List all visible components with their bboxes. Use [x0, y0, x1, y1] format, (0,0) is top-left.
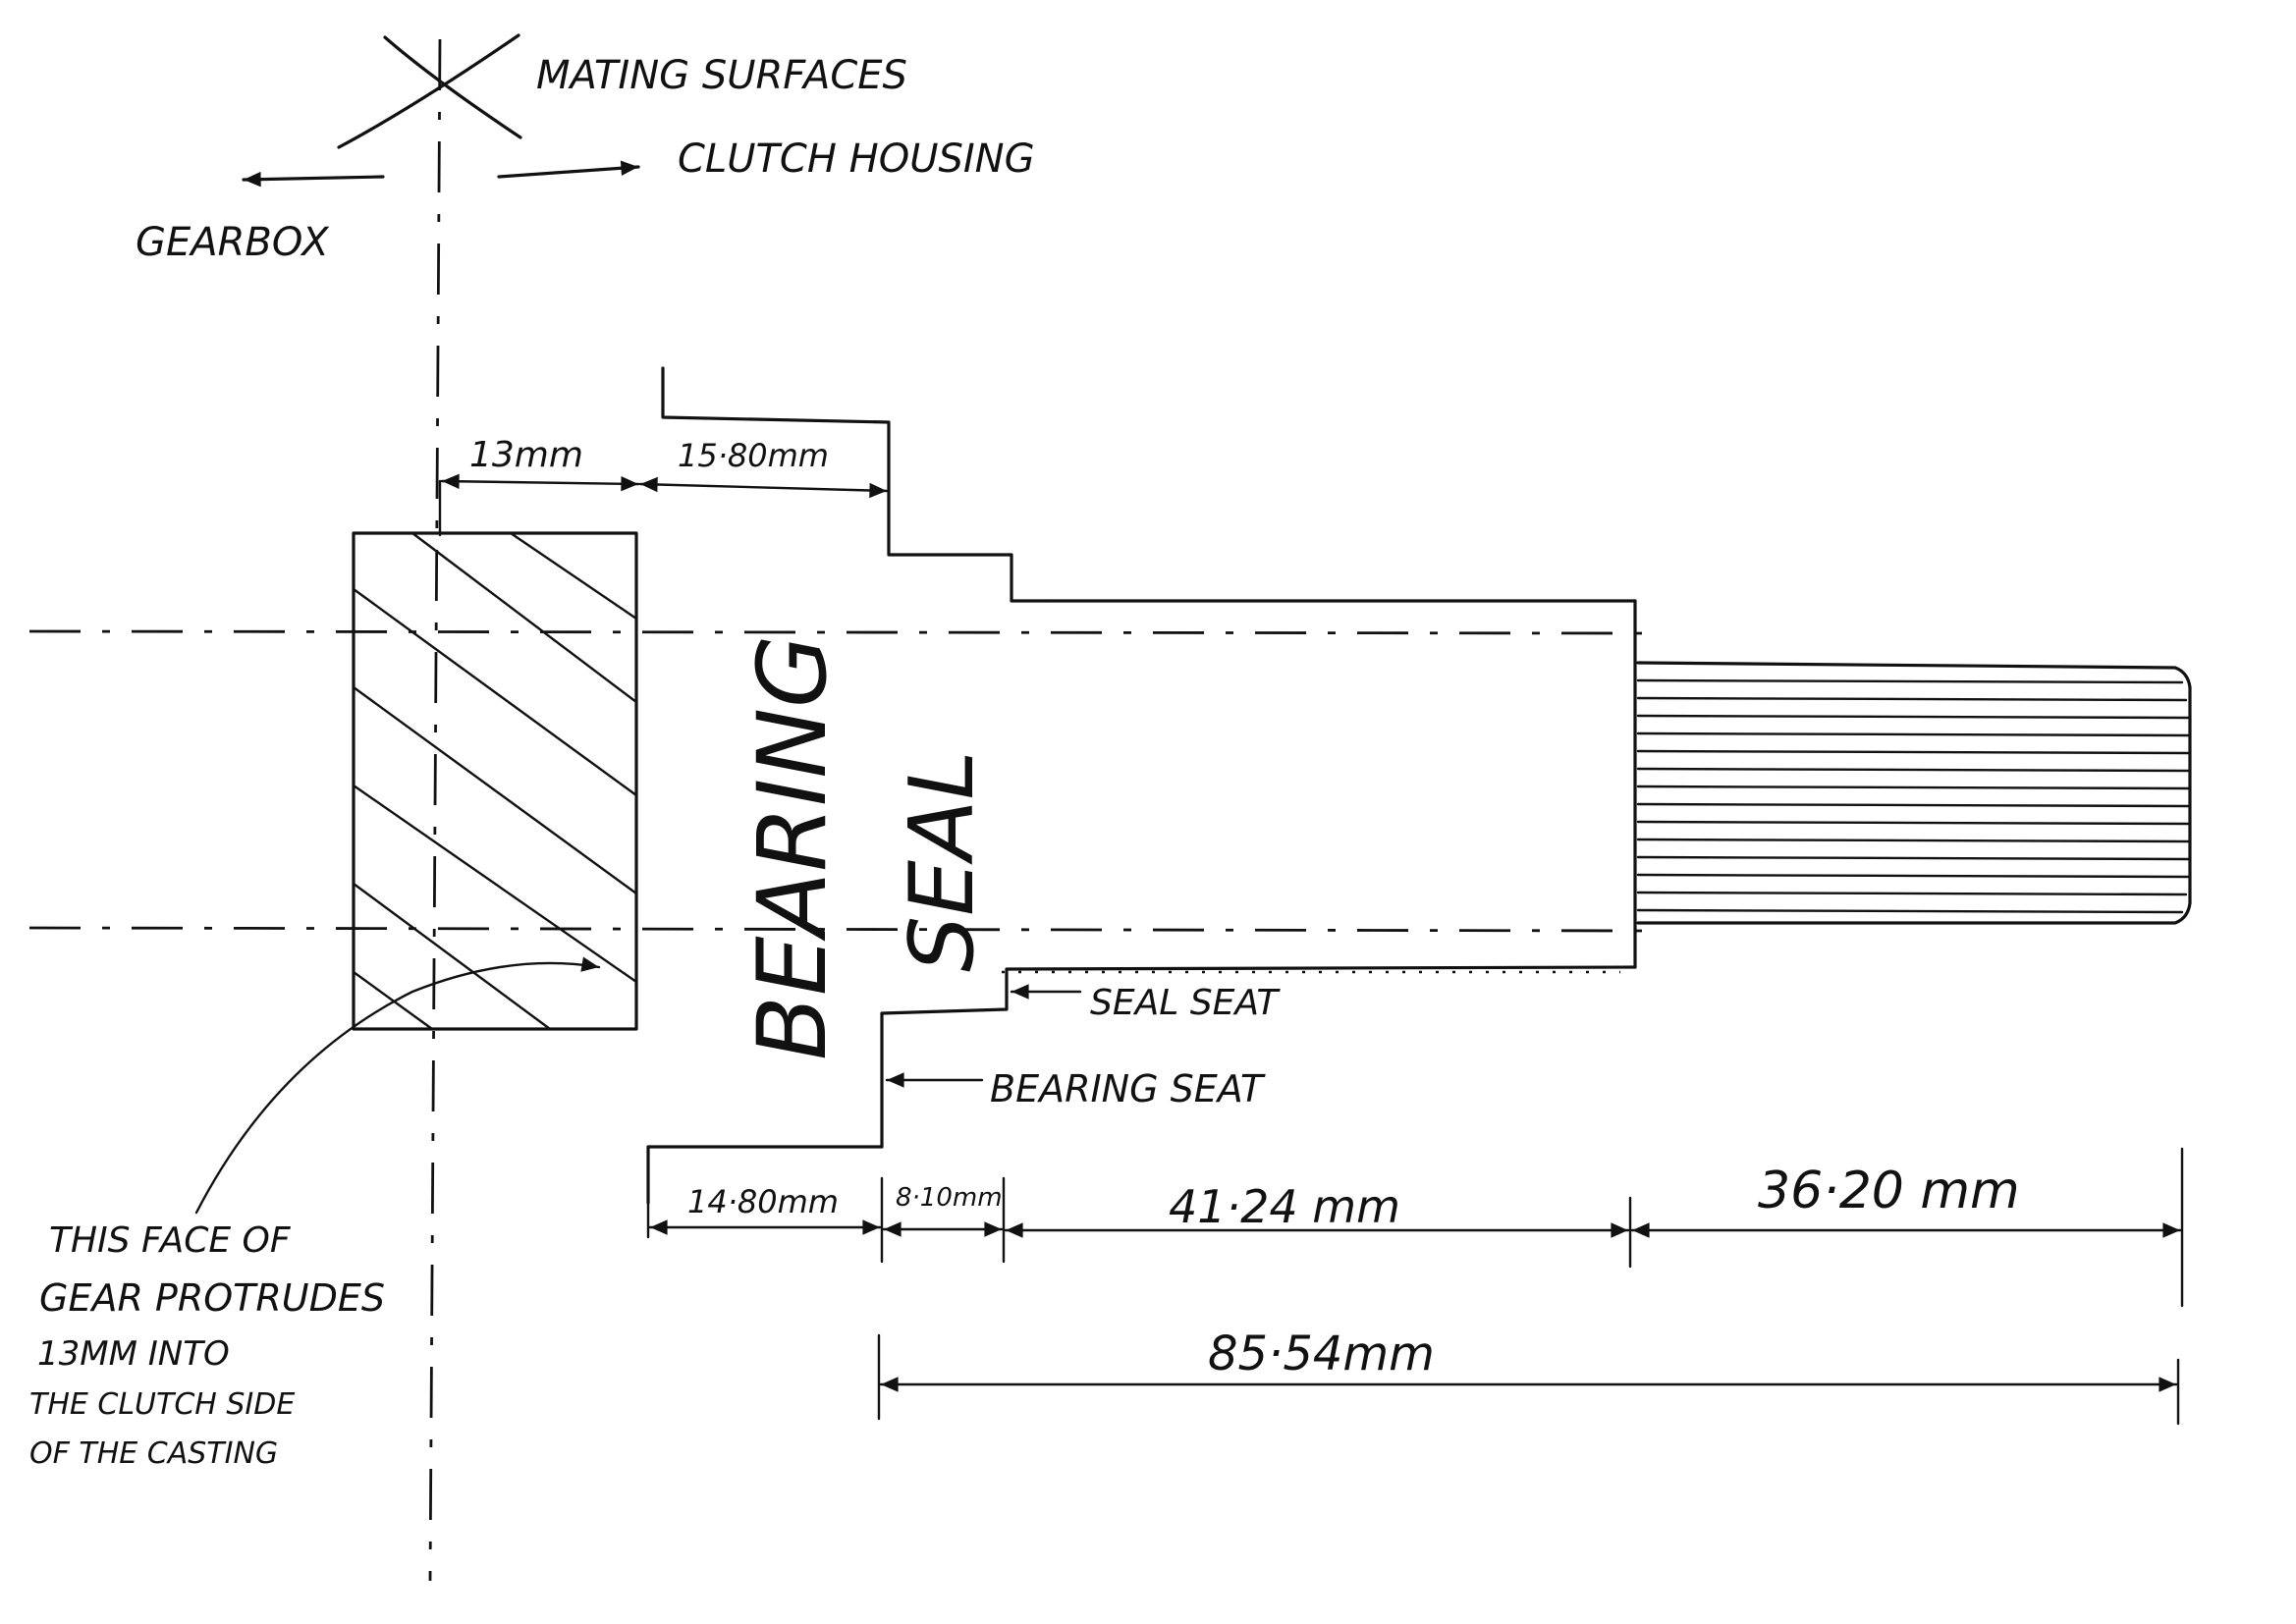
clutch-housing-arrow [497, 160, 640, 179]
lower-hidden-line [28, 926, 1651, 933]
dim-85-54mm-label: 85·54mm [1208, 1326, 1435, 1381]
seal-seat-label: SEAL SEAT [1090, 983, 1281, 1023]
spline-section [1636, 661, 2192, 925]
note-line-1: THIS FACE OF [49, 1220, 292, 1261]
top-dimensions: 13mm 15·80mm [438, 422, 891, 537]
note-leader-arrow [194, 956, 601, 1215]
gearbox-label: GEARBOX [136, 220, 330, 265]
dim-15-80mm-label: 15·80mm [678, 437, 829, 474]
mating-surface-marker [337, 33, 522, 1582]
dim-14-80mm-label: 14·80mm [687, 1183, 839, 1220]
note-line-5: OF THE CASTING [29, 1436, 278, 1471]
dim-13mm-label: 13mm [469, 435, 583, 475]
direction-arrows [242, 160, 640, 188]
dim-41-24mm-label: 41·24 mm [1169, 1180, 1400, 1233]
dim-13mm-line [440, 473, 640, 492]
clutch-housing-label: CLUTCH HOUSING [678, 136, 1035, 182]
gearbox-arrow [242, 171, 385, 188]
mating-surface-centerline [428, 38, 442, 1582]
gear-block [352, 531, 638, 1031]
dim-8-10mm-label: 8·10mm [896, 1183, 1003, 1213]
note-line-3: 13MM INTO [37, 1334, 230, 1374]
note-line-2: GEAR PROTRUDES [39, 1276, 385, 1320]
bearing-seat-label: BEARING SEAT [990, 1067, 1266, 1110]
note-line-4: THE CLUTCH SIDE [29, 1387, 295, 1422]
shaft-outline [646, 366, 1637, 1205]
bottom-dimensions: 14·80mm 8·10mm 41·24 mm 36·20 mm [646, 1147, 2184, 1308]
upper-hidden-line [28, 629, 1651, 635]
shaft-lower-step [646, 965, 1637, 1205]
x-mark-stroke-a [383, 35, 522, 139]
seal-label: SEAL [891, 750, 994, 972]
gear-outline [352, 531, 638, 1031]
dim-36-20mm-label: 36·20 mm [1758, 1162, 2020, 1220]
shaft-upper-step [661, 366, 1048, 603]
overall-dimension: 85·54mm [877, 1326, 2180, 1426]
dim-15-80mm-line [638, 476, 889, 499]
x-mark-stroke-b [337, 33, 520, 149]
spline-outline [1636, 661, 2192, 925]
mating-surfaces-label: MATING SURFACES [536, 53, 907, 98]
bearing-label: BEARING [738, 635, 847, 1060]
